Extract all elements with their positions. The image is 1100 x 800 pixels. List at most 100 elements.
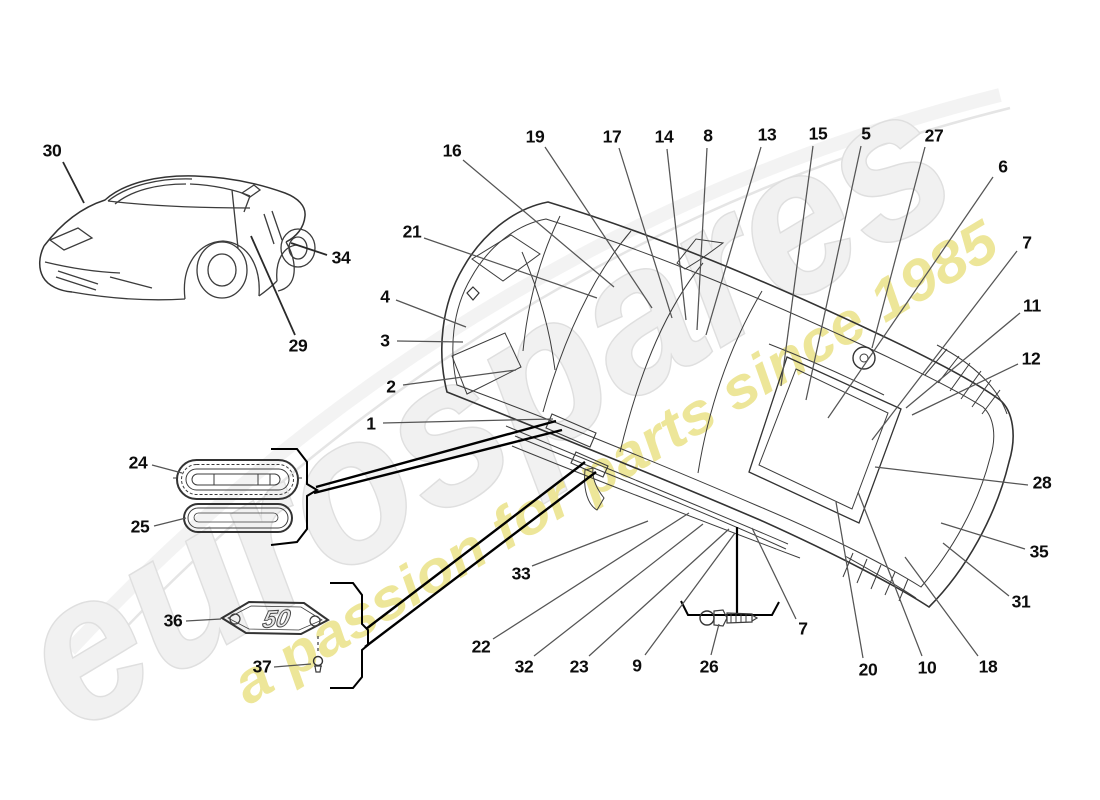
callout-7-13[interactable]: 7 bbox=[1022, 232, 1032, 253]
topview-roof-front bbox=[619, 262, 704, 453]
callout-34-1[interactable]: 34 bbox=[331, 247, 351, 268]
callout-35-17[interactable]: 35 bbox=[1029, 541, 1049, 562]
callout-13-8[interactable]: 13 bbox=[757, 124, 777, 145]
leader-line-26-23 bbox=[710, 623, 720, 656]
callout-32-26[interactable]: 32 bbox=[514, 656, 534, 677]
car-three-quarter-view bbox=[39, 175, 316, 301]
car34-rear-lower bbox=[258, 241, 298, 297]
callout-17-5[interactable]: 17 bbox=[602, 126, 622, 147]
leader-line-32-26 bbox=[533, 523, 704, 657]
car34-lower-edge bbox=[71, 291, 186, 301]
topview-inner-outline bbox=[452, 218, 995, 588]
callout-20-21[interactable]: 20 bbox=[858, 659, 878, 680]
callout-30-0[interactable]: 30 bbox=[42, 140, 62, 161]
callout-26-23[interactable]: 26 bbox=[699, 656, 719, 677]
callout-29-2[interactable]: 29 bbox=[288, 335, 308, 356]
badge-brace bbox=[330, 582, 369, 689]
callout-5-10[interactable]: 5 bbox=[861, 123, 871, 144]
bolt-part-26 bbox=[699, 609, 759, 627]
topview-trunk-seam bbox=[522, 215, 561, 352]
callout-15-9[interactable]: 15 bbox=[808, 123, 828, 144]
leader-line-22-27 bbox=[492, 512, 690, 640]
watermark-swoosh bbox=[64, 88, 1002, 655]
callout-14-6[interactable]: 14 bbox=[654, 126, 674, 147]
callout-6-12[interactable]: 6 bbox=[998, 156, 1008, 177]
topview-engine-cover-inner bbox=[758, 368, 889, 510]
callout-21-33[interactable]: 21 bbox=[402, 221, 422, 242]
leader-line-16-3 bbox=[462, 159, 615, 288]
leader-line-11-14 bbox=[905, 312, 1021, 409]
badge-screw-37 bbox=[312, 636, 324, 673]
leader-line-23-25 bbox=[588, 528, 730, 657]
anniversary-badge-50: 50 bbox=[220, 600, 330, 636]
topview-cabin-rear-seam bbox=[697, 290, 763, 474]
leader-line-21-33 bbox=[423, 237, 598, 299]
watermark-swoosh-line bbox=[94, 106, 1011, 661]
leader-line-20-21 bbox=[835, 501, 864, 659]
callout-18-19[interactable]: 18 bbox=[978, 656, 998, 677]
car34-front-face bbox=[39, 245, 73, 293]
callout-7-22[interactable]: 7 bbox=[798, 618, 808, 639]
callout-24-34[interactable]: 24 bbox=[128, 452, 148, 473]
car34-front-wheel-arch bbox=[183, 240, 260, 300]
callout-28-16[interactable]: 28 bbox=[1032, 472, 1052, 493]
callout-36-36[interactable]: 36 bbox=[163, 610, 183, 631]
callout-9-24[interactable]: 9 bbox=[632, 655, 642, 676]
leader-line-5-10 bbox=[805, 145, 862, 401]
leader-line-18-19 bbox=[904, 556, 979, 657]
callout-11-14[interactable]: 11 bbox=[1023, 295, 1041, 316]
rear-lower-vent-slats bbox=[842, 552, 909, 602]
car34-headlight bbox=[48, 227, 94, 251]
leader-line-9-24 bbox=[644, 532, 736, 656]
leader-line-2-30 bbox=[402, 369, 517, 386]
callout-19-4[interactable]: 19 bbox=[525, 126, 545, 147]
callout-2-30[interactable]: 2 bbox=[386, 376, 396, 397]
rear-vent-rail bbox=[936, 344, 1008, 415]
topview-headlamp-left bbox=[451, 332, 522, 395]
callout-10-20[interactable]: 10 bbox=[917, 657, 937, 678]
callout-23-25[interactable]: 23 bbox=[569, 656, 589, 677]
callout-27-11[interactable]: 27 bbox=[924, 125, 944, 146]
callout-12-15[interactable]: 12 bbox=[1021, 348, 1041, 369]
callout-3-31[interactable]: 3 bbox=[380, 330, 390, 351]
car34-front-rim bbox=[207, 253, 237, 287]
callout-33-28[interactable]: 33 bbox=[511, 563, 531, 584]
leader-line-27-11 bbox=[871, 146, 926, 349]
car34-mirror bbox=[240, 184, 262, 198]
leader-line-1-29 bbox=[382, 418, 554, 424]
leader-line-10-20 bbox=[857, 491, 923, 657]
car-top-view bbox=[441, 201, 1014, 609]
callout-22-27[interactable]: 22 bbox=[471, 636, 491, 657]
fuel-cap bbox=[852, 346, 876, 370]
leader-line-14-6 bbox=[666, 148, 687, 321]
leader-line-31-18 bbox=[942, 542, 1010, 597]
callout-1-29[interactable]: 1 bbox=[366, 413, 376, 434]
leader-line-7-22 bbox=[751, 527, 797, 620]
wiper-wing bbox=[676, 238, 725, 270]
badge-50-text: 50 bbox=[261, 605, 293, 633]
callout-16-3[interactable]: 16 bbox=[442, 140, 462, 161]
fuel-cap-center bbox=[859, 353, 869, 363]
leader-line-8-7 bbox=[696, 147, 708, 331]
plates-brace bbox=[270, 448, 319, 546]
car34-rear-wheel bbox=[280, 228, 316, 268]
callout-4-32[interactable]: 4 bbox=[380, 286, 390, 307]
leader-line-24-34 bbox=[151, 464, 183, 474]
topview-hood-crease bbox=[521, 251, 556, 371]
callout-31-18[interactable]: 31 bbox=[1011, 591, 1031, 612]
badge-bold-leaders bbox=[364, 461, 597, 648]
leader-line-33-28 bbox=[531, 520, 649, 567]
leader-line-37-37 bbox=[273, 663, 312, 668]
leader-line-3-31 bbox=[396, 340, 464, 343]
callout-8-7[interactable]: 8 bbox=[703, 125, 713, 146]
callout-37-37[interactable]: 37 bbox=[252, 656, 272, 677]
leader-line-34-1 bbox=[290, 242, 328, 256]
callout-25-35[interactable]: 25 bbox=[130, 516, 150, 537]
topview-engine-front-lip bbox=[768, 343, 885, 396]
car34-upper-body bbox=[43, 175, 306, 247]
leader-line-4-32 bbox=[395, 299, 467, 328]
leader-line-6-12 bbox=[827, 176, 994, 419]
car34-side-intake bbox=[263, 210, 283, 245]
